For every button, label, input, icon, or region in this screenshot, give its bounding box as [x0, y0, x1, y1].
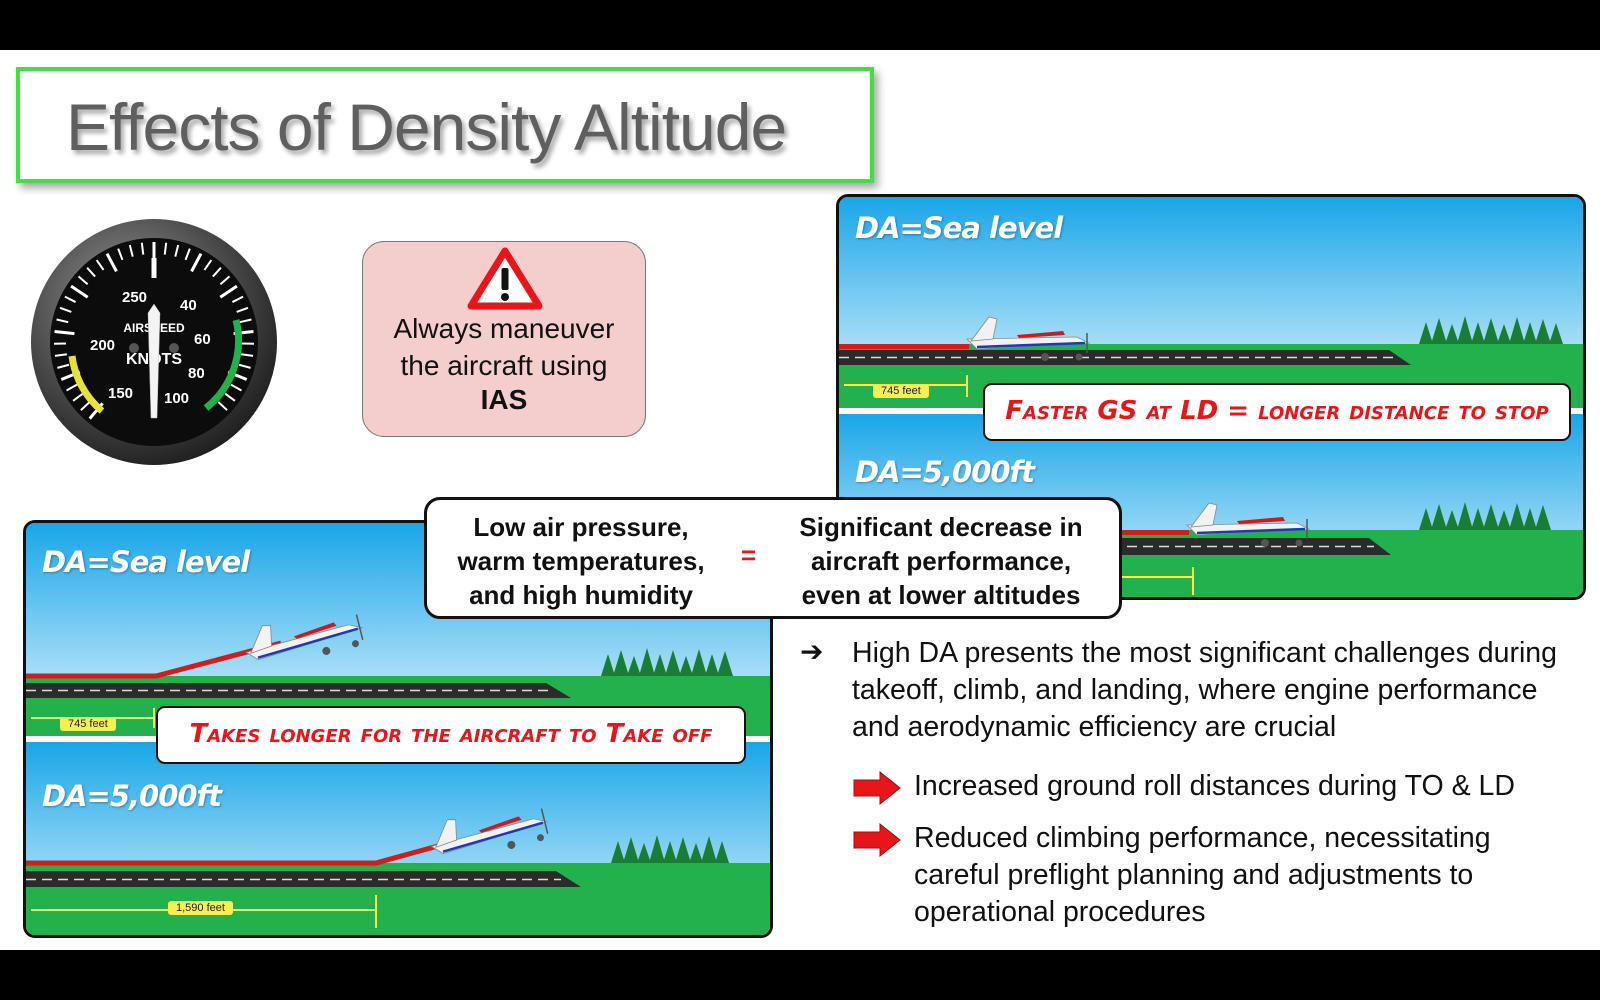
result-line-2: aircraft performance, [810, 546, 1072, 576]
gauge-tick-150: 150 [108, 385, 133, 402]
density-altitude-equation: Low air pressure, warm temperatures, and… [424, 497, 1122, 619]
warning-line-2: the aircraft using [400, 350, 608, 381]
takeoff-distance-sea-level: 745 feet [60, 717, 116, 731]
warning-text: Always maneuver the aircraft using [363, 310, 645, 384]
landing-callout: Faster GS at LD = longer distance to sto… [983, 383, 1571, 441]
ias-warning-box: Always maneuver the aircraft using IAS [362, 241, 646, 437]
takeoff-airplane-icon [245, 614, 364, 661]
gauge-tick-80: 80 [188, 365, 205, 382]
condition-line-2: warm temperatures, [457, 546, 705, 576]
landing-5000ft-label: DA=5,000ft [855, 455, 1035, 489]
bullet-main-text: High DA presents the most significant ch… [852, 637, 1557, 743]
red-arrow-icon [853, 822, 901, 858]
tree-line-icon [1419, 316, 1563, 344]
sub-bullet-2-text: Reduced climbing performance, necessitat… [914, 822, 1491, 928]
airplane-icon [966, 316, 1091, 361]
takeoff-sea-level-label: DA=Sea level [42, 545, 250, 579]
title-box: Effects of Density Altitude [16, 67, 874, 183]
sub-bullet-1-text: Increased ground roll distances during T… [914, 770, 1515, 802]
gauge-tick-60: 60 [194, 331, 211, 348]
warning-icon [467, 247, 543, 310]
warning-line-1: Always maneuver [393, 313, 615, 344]
gauge-tick-250: 250 [122, 289, 147, 306]
equation-result: Significant decrease in aircraft perform… [771, 510, 1111, 612]
gauge-ticks [53, 242, 255, 420]
takeoff-distance-5000ft: 1,590 feet [168, 901, 233, 915]
red-arrow-icon [853, 770, 901, 806]
takeoff-callout: Takes longer for the aircraft to Take of… [156, 706, 746, 764]
landing-sea-level-label: DA=Sea level [855, 211, 1063, 245]
gauge-tick-40: 40 [180, 297, 197, 314]
equation-conditions: Low air pressure, warm temperatures, and… [431, 510, 731, 612]
takeoff-5000ft-label: DA=5,000ft [42, 779, 222, 813]
arrow-right-icon: ➔ [800, 636, 824, 667]
condition-line-3: and high humidity [469, 580, 693, 610]
page-title: Effects of Density Altitude [66, 90, 787, 164]
takeoff-illustration-panel: DA=Sea level 745 feet Takes longer for t… [23, 520, 773, 938]
warning-ias: IAS [480, 384, 528, 415]
result-line-3: even at lower altitudes [801, 580, 1081, 610]
gauge-tick-100: 100 [164, 390, 189, 407]
slide: Effects of Density Altitude 250 40 60 20… [0, 50, 1600, 950]
landing-distance-label: 745 feet [873, 384, 929, 398]
equation-equals: = [741, 540, 757, 570]
result-line-1: Significant decrease in [799, 512, 1083, 542]
condition-line-1: Low air pressure, [473, 512, 689, 542]
airspeed-indicator: 250 40 60 200 80 150 100 AIRSPEED KNOTS [30, 218, 278, 466]
gauge-tick-200: 200 [90, 337, 115, 354]
